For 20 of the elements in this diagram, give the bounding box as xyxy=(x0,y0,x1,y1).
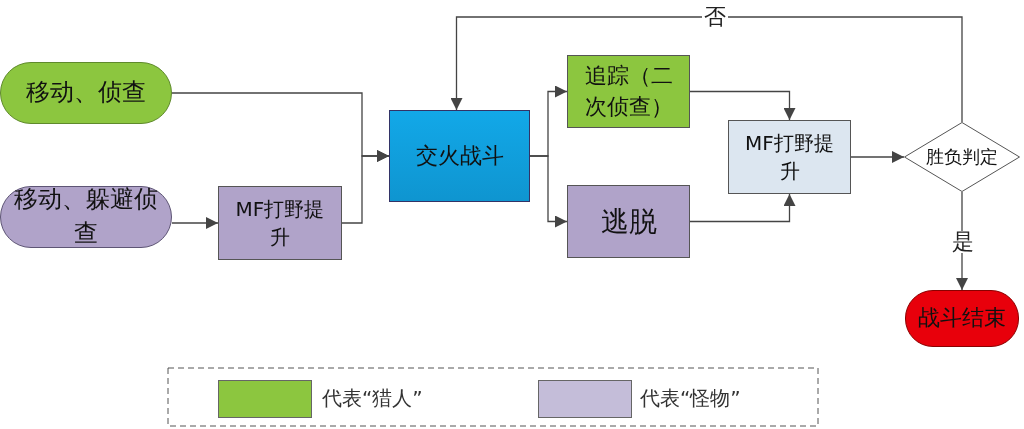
edge-label: 否 xyxy=(702,6,728,28)
arrow xyxy=(341,150,390,224)
process-box: MF打野提升 xyxy=(218,186,342,260)
rounded-box: 战斗结束 xyxy=(905,290,1019,347)
arrow xyxy=(171,217,219,229)
rounded-box: 移动、侦查 xyxy=(0,62,172,124)
process-box: 交火战斗 xyxy=(389,110,530,202)
arrow xyxy=(689,90,796,121)
arrow xyxy=(529,155,568,228)
process-box: MF打野提升 xyxy=(728,120,851,194)
rounded-box: 移动、躲避侦查 xyxy=(0,186,172,248)
arrow xyxy=(689,193,796,223)
edge-label: 是 xyxy=(950,231,976,253)
arrow xyxy=(850,151,905,163)
process-box: 逃脱 xyxy=(567,185,690,258)
decision-diamond: 胜负判定 xyxy=(904,122,1020,192)
process-box: 追踪（二次侦查） xyxy=(567,55,690,128)
arrow xyxy=(450,16,963,123)
legend-label: 代表“猎人” xyxy=(322,385,423,411)
legend-label: 代表“怪物” xyxy=(640,385,741,411)
